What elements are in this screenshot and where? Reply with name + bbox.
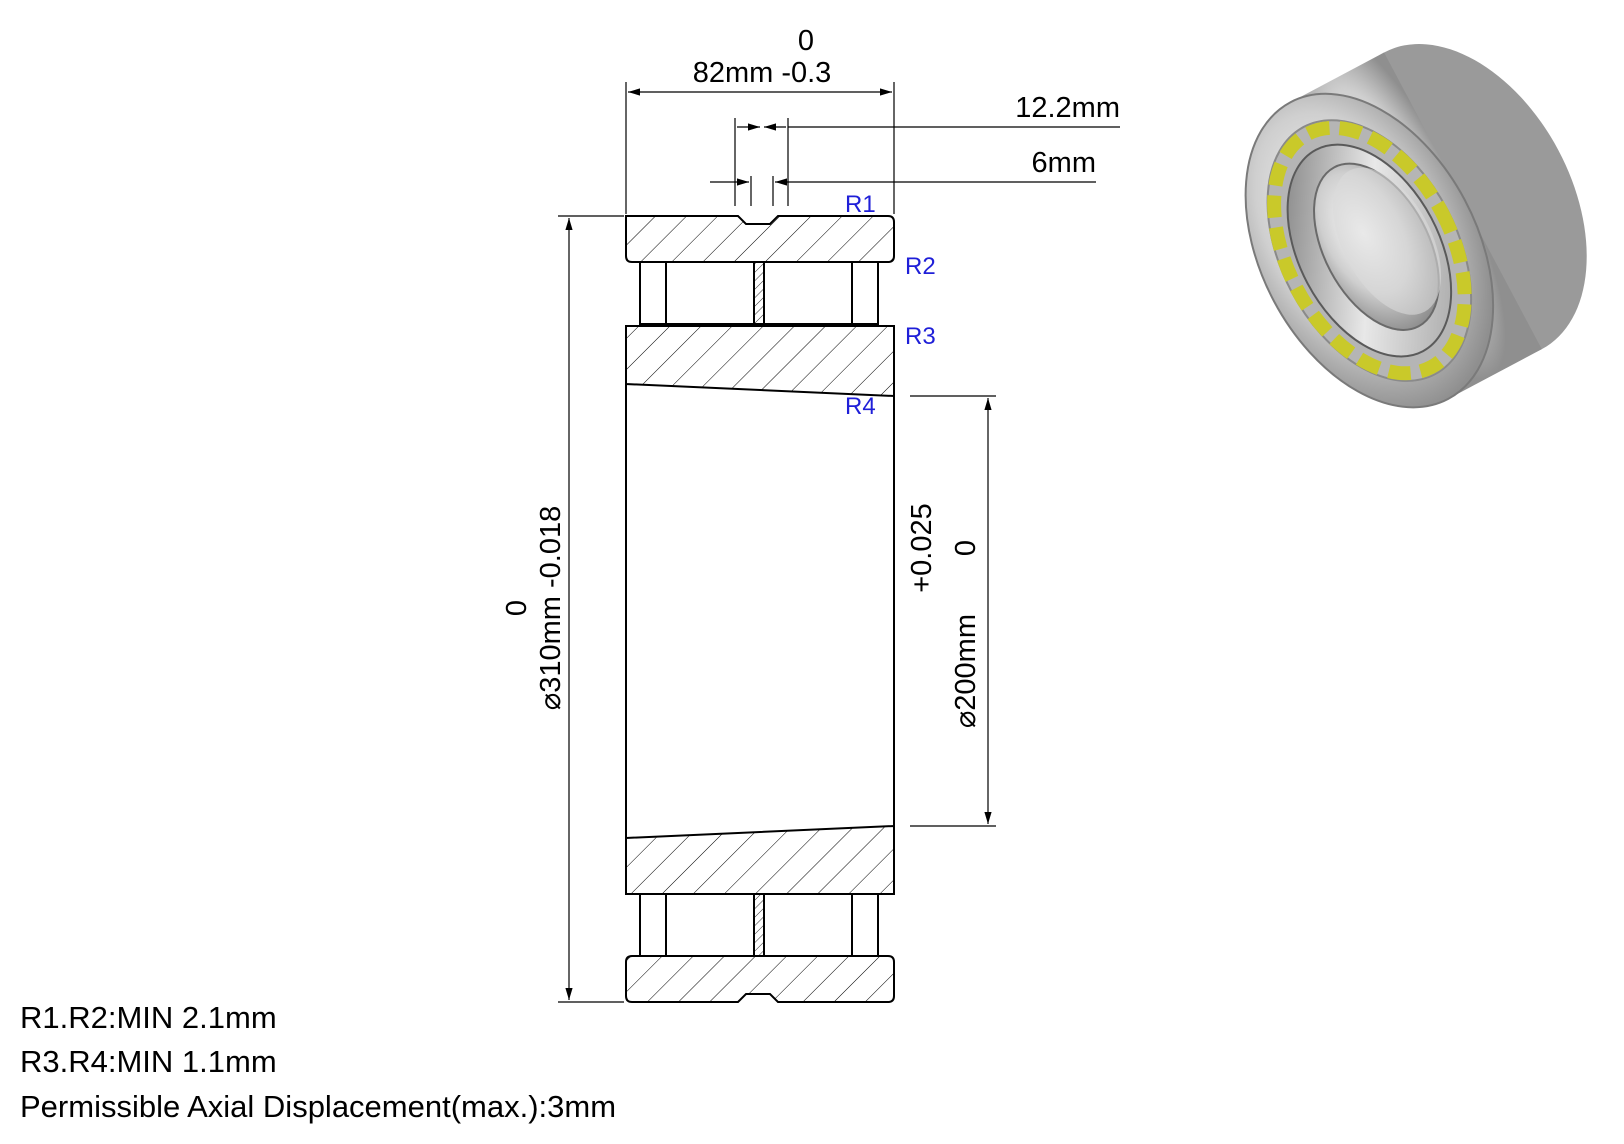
note-line-1: R1.R2:MIN 2.1mm xyxy=(20,1000,277,1035)
groove-width-dimension: 12.2mm xyxy=(1015,92,1120,124)
bore-tolerance-lower: 0 xyxy=(950,540,982,556)
note-line-2: R3.R4:MIN 1.1mm xyxy=(20,1044,277,1079)
diameter-symbol-icon: ⌀ xyxy=(535,693,567,710)
radius-labels: R1 R2 R3 R4 xyxy=(845,191,936,420)
notes: R1.R2:MIN 2.1mm R3.R4:MIN 1.1mm Permissi… xyxy=(20,1000,616,1124)
groove-offset-dimension: 6mm xyxy=(1032,147,1096,179)
radius-label-r2: R2 xyxy=(905,253,936,280)
width-dimension: 82mm -0.3 xyxy=(693,57,832,89)
roller-row-top xyxy=(639,261,879,325)
dimension-lines xyxy=(558,82,1120,1003)
diameter-symbol-icon: ⌀ xyxy=(950,711,982,728)
inner-ring-top xyxy=(625,325,895,398)
outer-diameter-dimension: 310mm -0.018 xyxy=(535,506,567,693)
outer-ring-top xyxy=(625,215,895,263)
bore-diameter-label: ⌀200mm +0.025 0 xyxy=(906,503,982,728)
outer-ring-bottom xyxy=(625,955,895,1003)
outer-diameter-label: 0 ⌀310mm -0.018 xyxy=(501,506,567,710)
outer-diameter-tolerance-top: 0 xyxy=(501,600,533,616)
radius-label-r1: R1 xyxy=(845,191,876,218)
roller-row-bottom xyxy=(639,893,879,957)
svg-text:⌀310mm -0.018: ⌀310mm -0.018 xyxy=(535,506,567,710)
bore-diameter-dimension: 200mm xyxy=(950,614,982,711)
radius-label-r3: R3 xyxy=(905,323,936,350)
note-line-3: Permissible Axial Displacement(max.):3mm xyxy=(20,1089,616,1124)
radius-label-r4: R4 xyxy=(845,393,876,420)
bore-tolerance-upper: +0.025 xyxy=(906,503,938,593)
inner-ring-bottom xyxy=(625,824,895,895)
bearing-cross-section xyxy=(625,215,895,1003)
bearing-3d-render-icon xyxy=(1244,44,1587,409)
svg-text:⌀200mm: ⌀200mm xyxy=(950,614,982,728)
width-tolerance-top: 0 xyxy=(798,25,814,57)
